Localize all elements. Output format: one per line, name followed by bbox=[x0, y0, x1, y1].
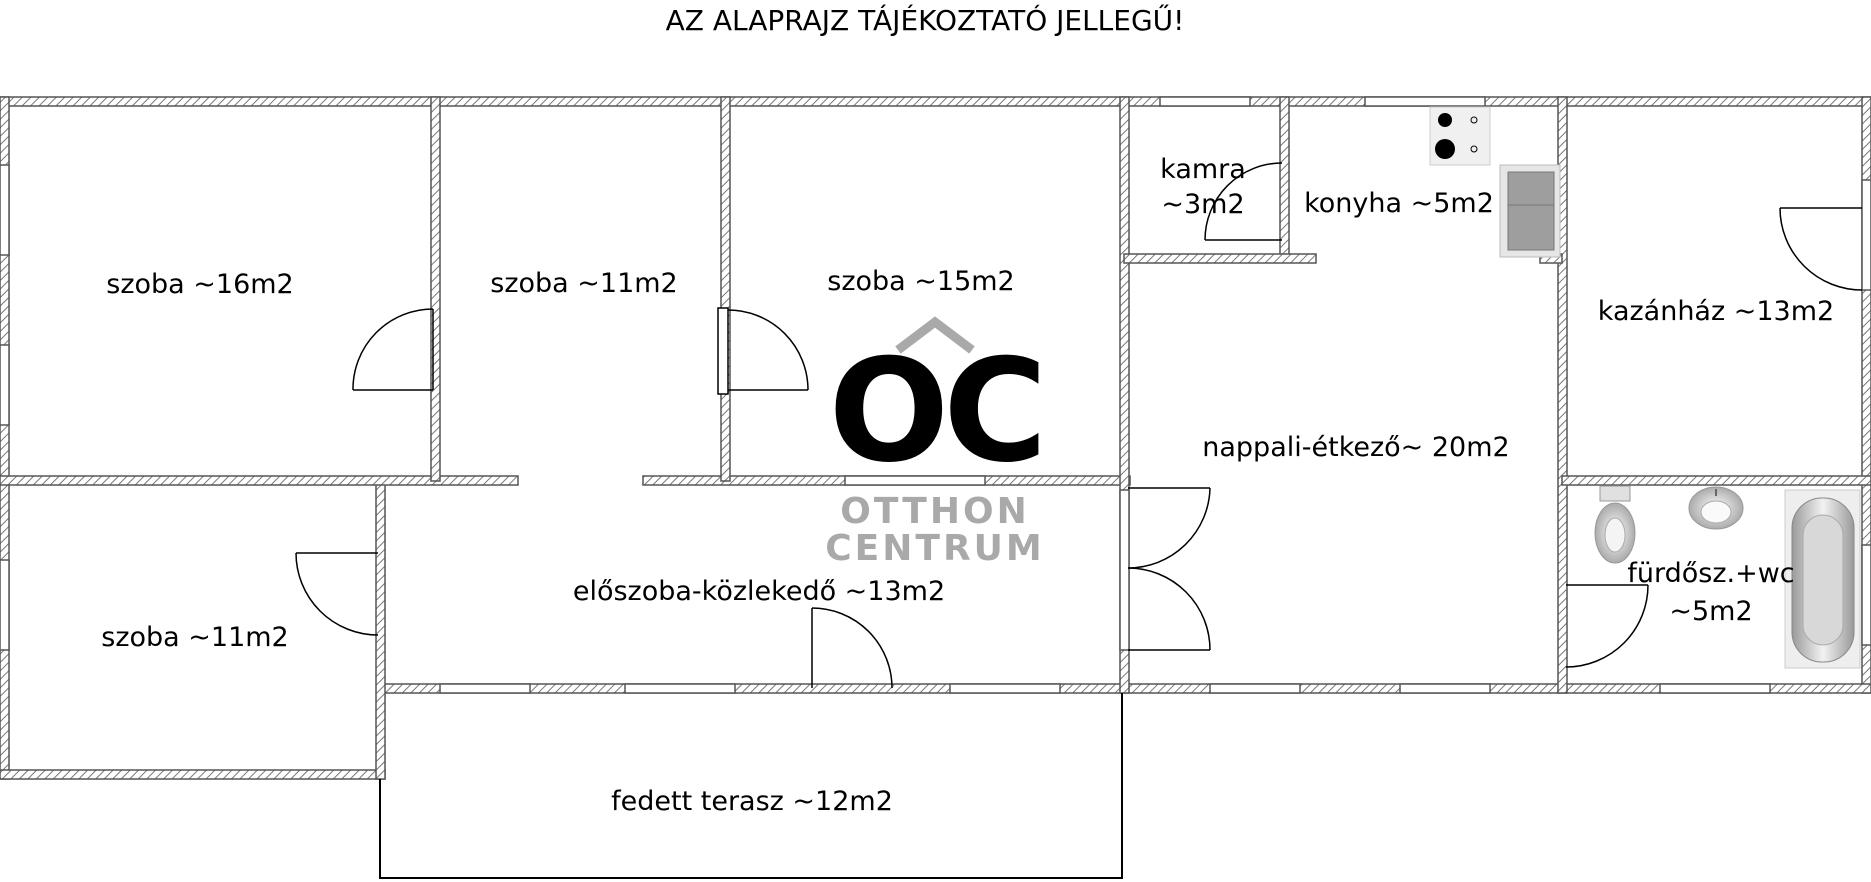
toilet-icon bbox=[1594, 485, 1636, 564]
bathtub-icon bbox=[1784, 489, 1861, 669]
room-label-kamra-area: ~3m2 bbox=[1161, 189, 1244, 220]
stove-icon bbox=[1429, 106, 1491, 166]
room-label-kazanhaz: kazánház ~13m2 bbox=[1598, 296, 1834, 327]
room-label-terasz: fedett terasz ~12m2 bbox=[611, 786, 893, 817]
plan-disclaimer: AZ ALAPRAJZ TÁJÉKOZTATÓ JELLEGŰ! bbox=[666, 3, 1185, 37]
room-labels: szoba ~16m2 szoba ~11m2 szoba ~15m2 kamr… bbox=[101, 154, 1834, 817]
windows bbox=[0, 96, 1871, 694]
room-label-kamra: kamra bbox=[1160, 154, 1246, 185]
svg-text:OC: OC bbox=[829, 329, 1042, 494]
logo-line1: OTTHON bbox=[840, 491, 1029, 532]
room-label-eloszoba: előszoba-közlekedő ~13m2 bbox=[573, 576, 945, 607]
sink-icon bbox=[1688, 486, 1744, 530]
room-label-szoba15: szoba ~15m2 bbox=[827, 266, 1014, 297]
room-label-szoba11a: szoba ~11m2 bbox=[490, 268, 677, 299]
logo-line2: CENTRUM bbox=[825, 528, 1044, 569]
room-label-nappali: nappali-étkező~ 20m2 bbox=[1202, 432, 1509, 463]
room-label-furdo: fürdősz.+wc bbox=[1627, 558, 1794, 589]
room-label-szoba16: szoba ~16m2 bbox=[106, 269, 293, 300]
room-label-furdo-area: ~5m2 bbox=[1669, 596, 1752, 627]
room-label-szoba11b: szoba ~11m2 bbox=[101, 622, 288, 653]
terrace-outline bbox=[379, 693, 1123, 879]
otthon-centrum-logo: OC OTTHON CENTRUM bbox=[825, 316, 1047, 569]
fridge-icon bbox=[1499, 164, 1561, 258]
doors bbox=[295, 162, 1863, 689]
room-label-konyha: konyha ~5m2 bbox=[1304, 188, 1494, 219]
walls bbox=[0, 96, 1871, 780]
